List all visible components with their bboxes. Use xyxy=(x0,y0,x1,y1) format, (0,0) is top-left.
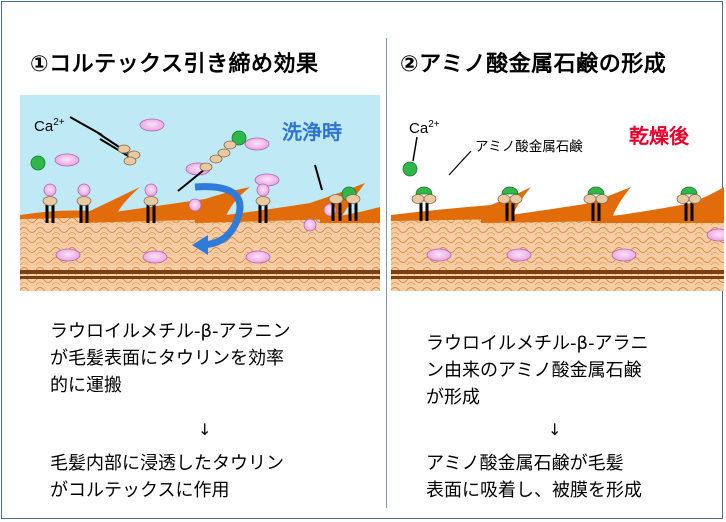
calcium-ion-icon xyxy=(30,130,357,202)
right-arrow: ↓ xyxy=(548,420,562,439)
left-description-2: 毛髪内部に浸透したタウリン がコルテックスに作用 xyxy=(50,453,284,501)
calcium-ion-icon xyxy=(402,161,418,177)
state-label-dry: 乾燥後 xyxy=(629,124,690,148)
right-description-1: ラウロイルメチル-β-アラニ ン由来のアミノ酸金属石鹸 が形成 xyxy=(426,333,649,408)
left-arrow: ↓ xyxy=(198,420,212,439)
adsorbed-surfactants xyxy=(42,183,361,223)
curved-arrow-icon xyxy=(194,183,244,249)
right-diagram-panel: Ca2+ アミノ酸金属石鹸 乾燥後 xyxy=(391,95,724,291)
soap-label: アミノ酸金属石鹸 xyxy=(475,139,583,155)
state-label-wash: 洗浄時 xyxy=(282,120,342,144)
cuticle-strands xyxy=(391,187,724,223)
hair-band xyxy=(20,270,380,274)
left-description-1: ラウロイルメチル-β-アラニン が毛髪表面にタウリンを効率 的に運搬 xyxy=(50,321,291,396)
ion-label: Ca2+ xyxy=(409,119,440,137)
taurine-icon xyxy=(54,118,337,264)
metal-soap-molecules xyxy=(411,186,702,221)
taurine-icon xyxy=(426,228,724,262)
right-title: ②アミノ酸金属石鹸の形成 xyxy=(400,52,667,77)
left-title: ①コルテックス引き締め効果 xyxy=(30,52,319,77)
column-divider xyxy=(386,38,387,508)
right-description-2: アミノ酸金属石鹸が毛髪 表面に吸着し、被膜を形成 xyxy=(426,453,642,501)
ion-label: Ca2+ xyxy=(34,117,65,135)
left-diagram-panel: Ca2+ 洗浄時 xyxy=(20,95,380,291)
